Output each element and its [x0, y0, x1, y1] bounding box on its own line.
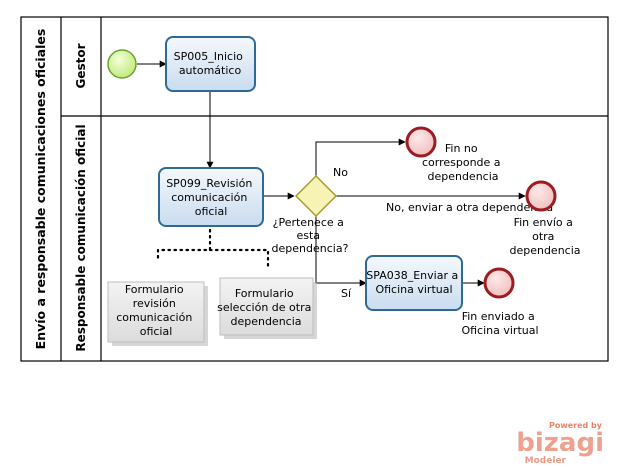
svg-text:SP005_Inicio automático: SP005_Inicio automático — [174, 50, 247, 77]
end-event-enviado[interactable] — [483, 267, 515, 299]
lane-title-gestor: Gestor — [74, 43, 88, 88]
artifact-form-revision[interactable]: Formulario revisión comunicación oficial — [107, 281, 208, 346]
form-revision-line-3: comunicación — [116, 311, 192, 324]
gateway-label-line-3: dependencia? — [272, 242, 349, 255]
associations — [156, 222, 270, 272]
task-inicio-automatico[interactable]: SP005_Inicio automático — [165, 36, 256, 92]
association-form-revision — [156, 222, 212, 264]
end-enviado-line-1: Fin enviado a — [462, 310, 535, 323]
form-seleccion-line-3: dependencia — [230, 315, 301, 328]
task-revision-line-1: SP099_Revisión — [166, 177, 252, 190]
end-envio-otra-line-2: otra — [532, 230, 554, 243]
svg-text:Formulario revisión: Formulario revisión comunicación oficial — [116, 283, 196, 338]
start-event[interactable] — [107, 49, 137, 79]
task-inicio-line-2: automático — [179, 64, 242, 77]
task-revision-line-2: comunicación — [171, 191, 247, 204]
end-no-corresponde-line-2: corresponde a — [422, 156, 501, 169]
task-enviar-line-1: SPA038_Enviar a — [366, 269, 458, 282]
task-inicio-line-1: SP005_Inicio — [174, 50, 243, 63]
flow-label-si: Sí — [341, 287, 352, 300]
pool-title: Envío a responsable comunicaciones ofici… — [33, 29, 48, 350]
brand-wordmark: bizagi — [516, 428, 604, 458]
gateway-label: ¿Pertenece a esta dependencia? — [272, 216, 349, 255]
end-event-envio-otra[interactable] — [525, 180, 557, 212]
svg-text:SP099_Revisión comunicac: SP099_Revisión comunicación oficial — [166, 177, 256, 218]
svg-text:SPA038_Enviar a Oficina: SPA038_Enviar a Oficina virtual — [366, 269, 461, 296]
end-no-corresponde-line-3: dependencia — [427, 170, 498, 183]
form-revision-line-4: oficial — [140, 325, 173, 338]
lane-responsable: Responsable comunicación oficial — [74, 124, 88, 351]
task-revision-comunicacion[interactable]: SP099_Revisión comunicación oficial — [158, 167, 264, 227]
end-envio-otra-line-3: dependencia — [509, 244, 580, 257]
end-enviado-line-2: Oficina virtual — [461, 324, 538, 337]
end-label-envio-otra: Fin envío a otra dependencia — [509, 216, 580, 257]
flow-label-no-enviar: No, enviar a otra dependencia — [386, 201, 553, 214]
end-envio-otra-line-1: Fin envío a — [514, 216, 573, 229]
flow-label-no: No — [333, 166, 348, 179]
flow-gateway-no — [315, 138, 406, 176]
task-revision-line-3: oficial — [195, 205, 228, 218]
end-label-enviado: Fin enviado a Oficina virtual — [461, 310, 538, 337]
sequence-flows — [137, 60, 526, 287]
form-seleccion-line-2: selección de otra — [217, 301, 311, 314]
gateway-pertenece[interactable] — [294, 174, 338, 218]
form-revision-line-1: Formulario — [125, 283, 184, 296]
task-enviar-line-2: Oficina virtual — [375, 283, 452, 296]
powered-by-text: Powered by — [549, 421, 603, 430]
gateway-label-line-1: ¿Pertenece a — [273, 216, 344, 229]
end-no-corresponde-line-1: Fin no — [445, 142, 478, 155]
association-form-seleccion — [208, 248, 270, 272]
artifact-form-seleccion[interactable]: Formulario selección de otra dependencia — [217, 277, 317, 339]
svg-text:Formulario selección de: Formulario selección de otra dependencia — [217, 287, 315, 328]
form-seleccion-line-1: Formulario — [235, 287, 294, 300]
lane-gestor: Gestor — [74, 43, 88, 88]
gateway-label-line-2: esta — [296, 229, 320, 242]
end-event-no-corresponde[interactable] — [405, 126, 437, 158]
end-label-no-corresponde: Fin no corresponde a dependencia — [422, 142, 504, 183]
bizagi-logo: Powered by bizagi Modeler — [516, 421, 604, 466]
task-enviar-oficina-virtual[interactable]: SPA038_Enviar a Oficina virtual — [365, 255, 463, 311]
product-text: Modeler — [525, 456, 567, 466]
form-revision-line-2: revisión — [133, 297, 176, 310]
lane-title-responsable: Responsable comunicación oficial — [74, 124, 88, 351]
